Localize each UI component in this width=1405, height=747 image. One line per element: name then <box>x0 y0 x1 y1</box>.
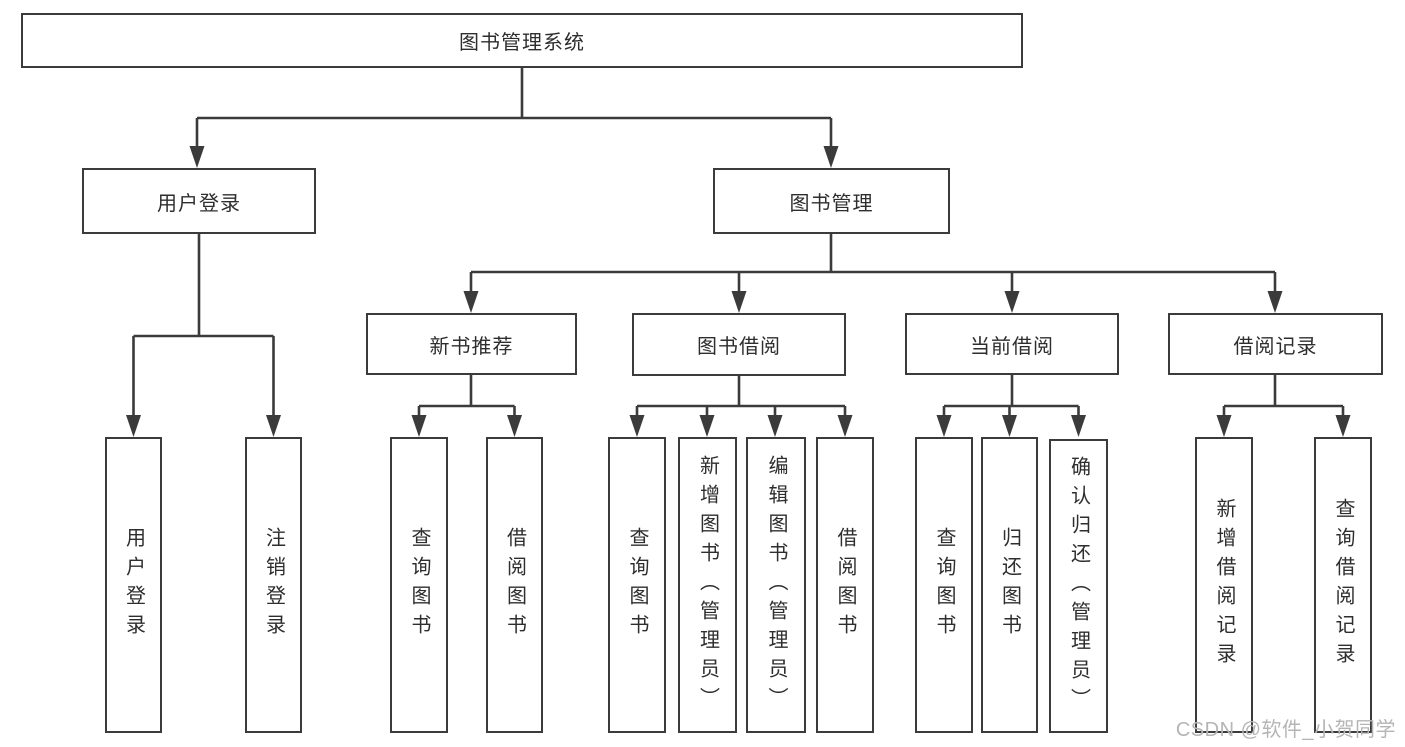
node-label: 借阅图书 <box>834 527 856 643</box>
arrowhead-icon <box>1071 415 1086 437</box>
connector-newbooks-to-leaves <box>411 375 522 437</box>
node-book-management: 图书管理 <box>713 168 950 234</box>
node-label: 确认归还（管理员） <box>1067 455 1090 717</box>
node-label: 查询借阅记录 <box>1332 498 1354 672</box>
connector-bookmgmt-to-branches <box>463 234 1283 313</box>
node-label: 查询图书 <box>626 527 648 643</box>
arrowhead-icon <box>731 291 747 313</box>
leaf-query-books-3: 查询图书 <box>915 437 973 733</box>
arrowhead-icon <box>837 415 853 437</box>
node-new-book-recommendation: 新书推荐 <box>366 313 577 375</box>
arrowhead-icon <box>1002 415 1017 437</box>
node-label: 归还图书 <box>998 527 1021 643</box>
arrowhead-icon <box>823 146 839 168</box>
arrowhead-icon <box>767 415 783 437</box>
arrowhead-icon <box>507 415 522 437</box>
leaf-query-books-1: 查询图书 <box>390 437 448 733</box>
node-label: 图书管理 <box>789 192 874 215</box>
node-label: 新增借阅记录 <box>1213 498 1235 672</box>
leaf-query-borrow-record: 查询借阅记录 <box>1314 437 1372 733</box>
arrowhead-icon <box>1216 415 1232 437</box>
arrowhead-icon <box>629 415 645 437</box>
connector-borrowing-to-leaves <box>629 375 853 437</box>
node-label: 借阅记录 <box>1233 335 1318 358</box>
node-label: 查询图书 <box>408 527 430 643</box>
arrowhead-icon <box>936 415 952 437</box>
csdn-watermark: CSDN @软件_小贺同学 <box>1175 719 1396 741</box>
leaf-edit-books-admin: 编辑图书（管理员） <box>746 437 806 733</box>
arrowhead-icon <box>411 415 427 437</box>
arrowhead-icon <box>1267 291 1283 313</box>
leaf-confirm-return-admin: 确认归还（管理员） <box>1049 439 1108 733</box>
node-label: 编辑图书（管理员） <box>765 454 787 716</box>
leaf-user-login: 用户登录 <box>105 437 162 733</box>
leaf-add-borrow-record: 新增借阅记录 <box>1195 437 1253 733</box>
leaf-add-books-admin: 新增图书（管理员） <box>678 437 737 733</box>
node-user-login: 用户登录 <box>82 168 316 234</box>
arrowhead-icon <box>463 291 479 313</box>
arrowhead-icon <box>699 415 715 437</box>
leaf-query-books-2: 查询图书 <box>608 437 666 733</box>
node-label: 用户登录 <box>157 192 241 215</box>
node-library-management-system: 图书管理系统 <box>21 13 1023 68</box>
node-label: 当前借阅 <box>970 335 1054 358</box>
arrowhead-icon <box>266 415 281 437</box>
arrowhead-icon <box>126 415 141 437</box>
leaf-logout: 注销登录 <box>245 437 302 733</box>
arrowhead-icon <box>1335 415 1351 437</box>
leaf-borrow-books-2: 借阅图书 <box>816 437 874 733</box>
node-label: 新书推荐 <box>429 335 514 358</box>
node-label: 注销登录 <box>262 527 285 643</box>
arrowhead-icon <box>1004 291 1020 313</box>
node-label: 用户登录 <box>122 527 145 643</box>
leaf-return-books: 归还图书 <box>981 437 1038 733</box>
node-label: 新增图书（管理员） <box>696 454 719 716</box>
leaf-borrow-books-1: 借阅图书 <box>486 437 543 733</box>
node-book-borrowing: 图书借阅 <box>632 313 846 376</box>
node-label: 借阅图书 <box>503 527 526 643</box>
node-label: 查询图书 <box>933 527 955 643</box>
node-label: 图书借阅 <box>697 336 781 358</box>
connector-current-to-leaves <box>936 375 1086 437</box>
connector-records-to-leaves <box>1216 375 1351 437</box>
node-label: 图书管理系统 <box>459 32 585 54</box>
node-borrowing-records: 借阅记录 <box>1168 313 1383 375</box>
connector-userlogin-to-leaves <box>126 234 281 437</box>
node-current-borrowing: 当前借阅 <box>905 313 1119 375</box>
arrowhead-icon <box>189 146 205 168</box>
connector-root-to-level2 <box>189 68 839 168</box>
